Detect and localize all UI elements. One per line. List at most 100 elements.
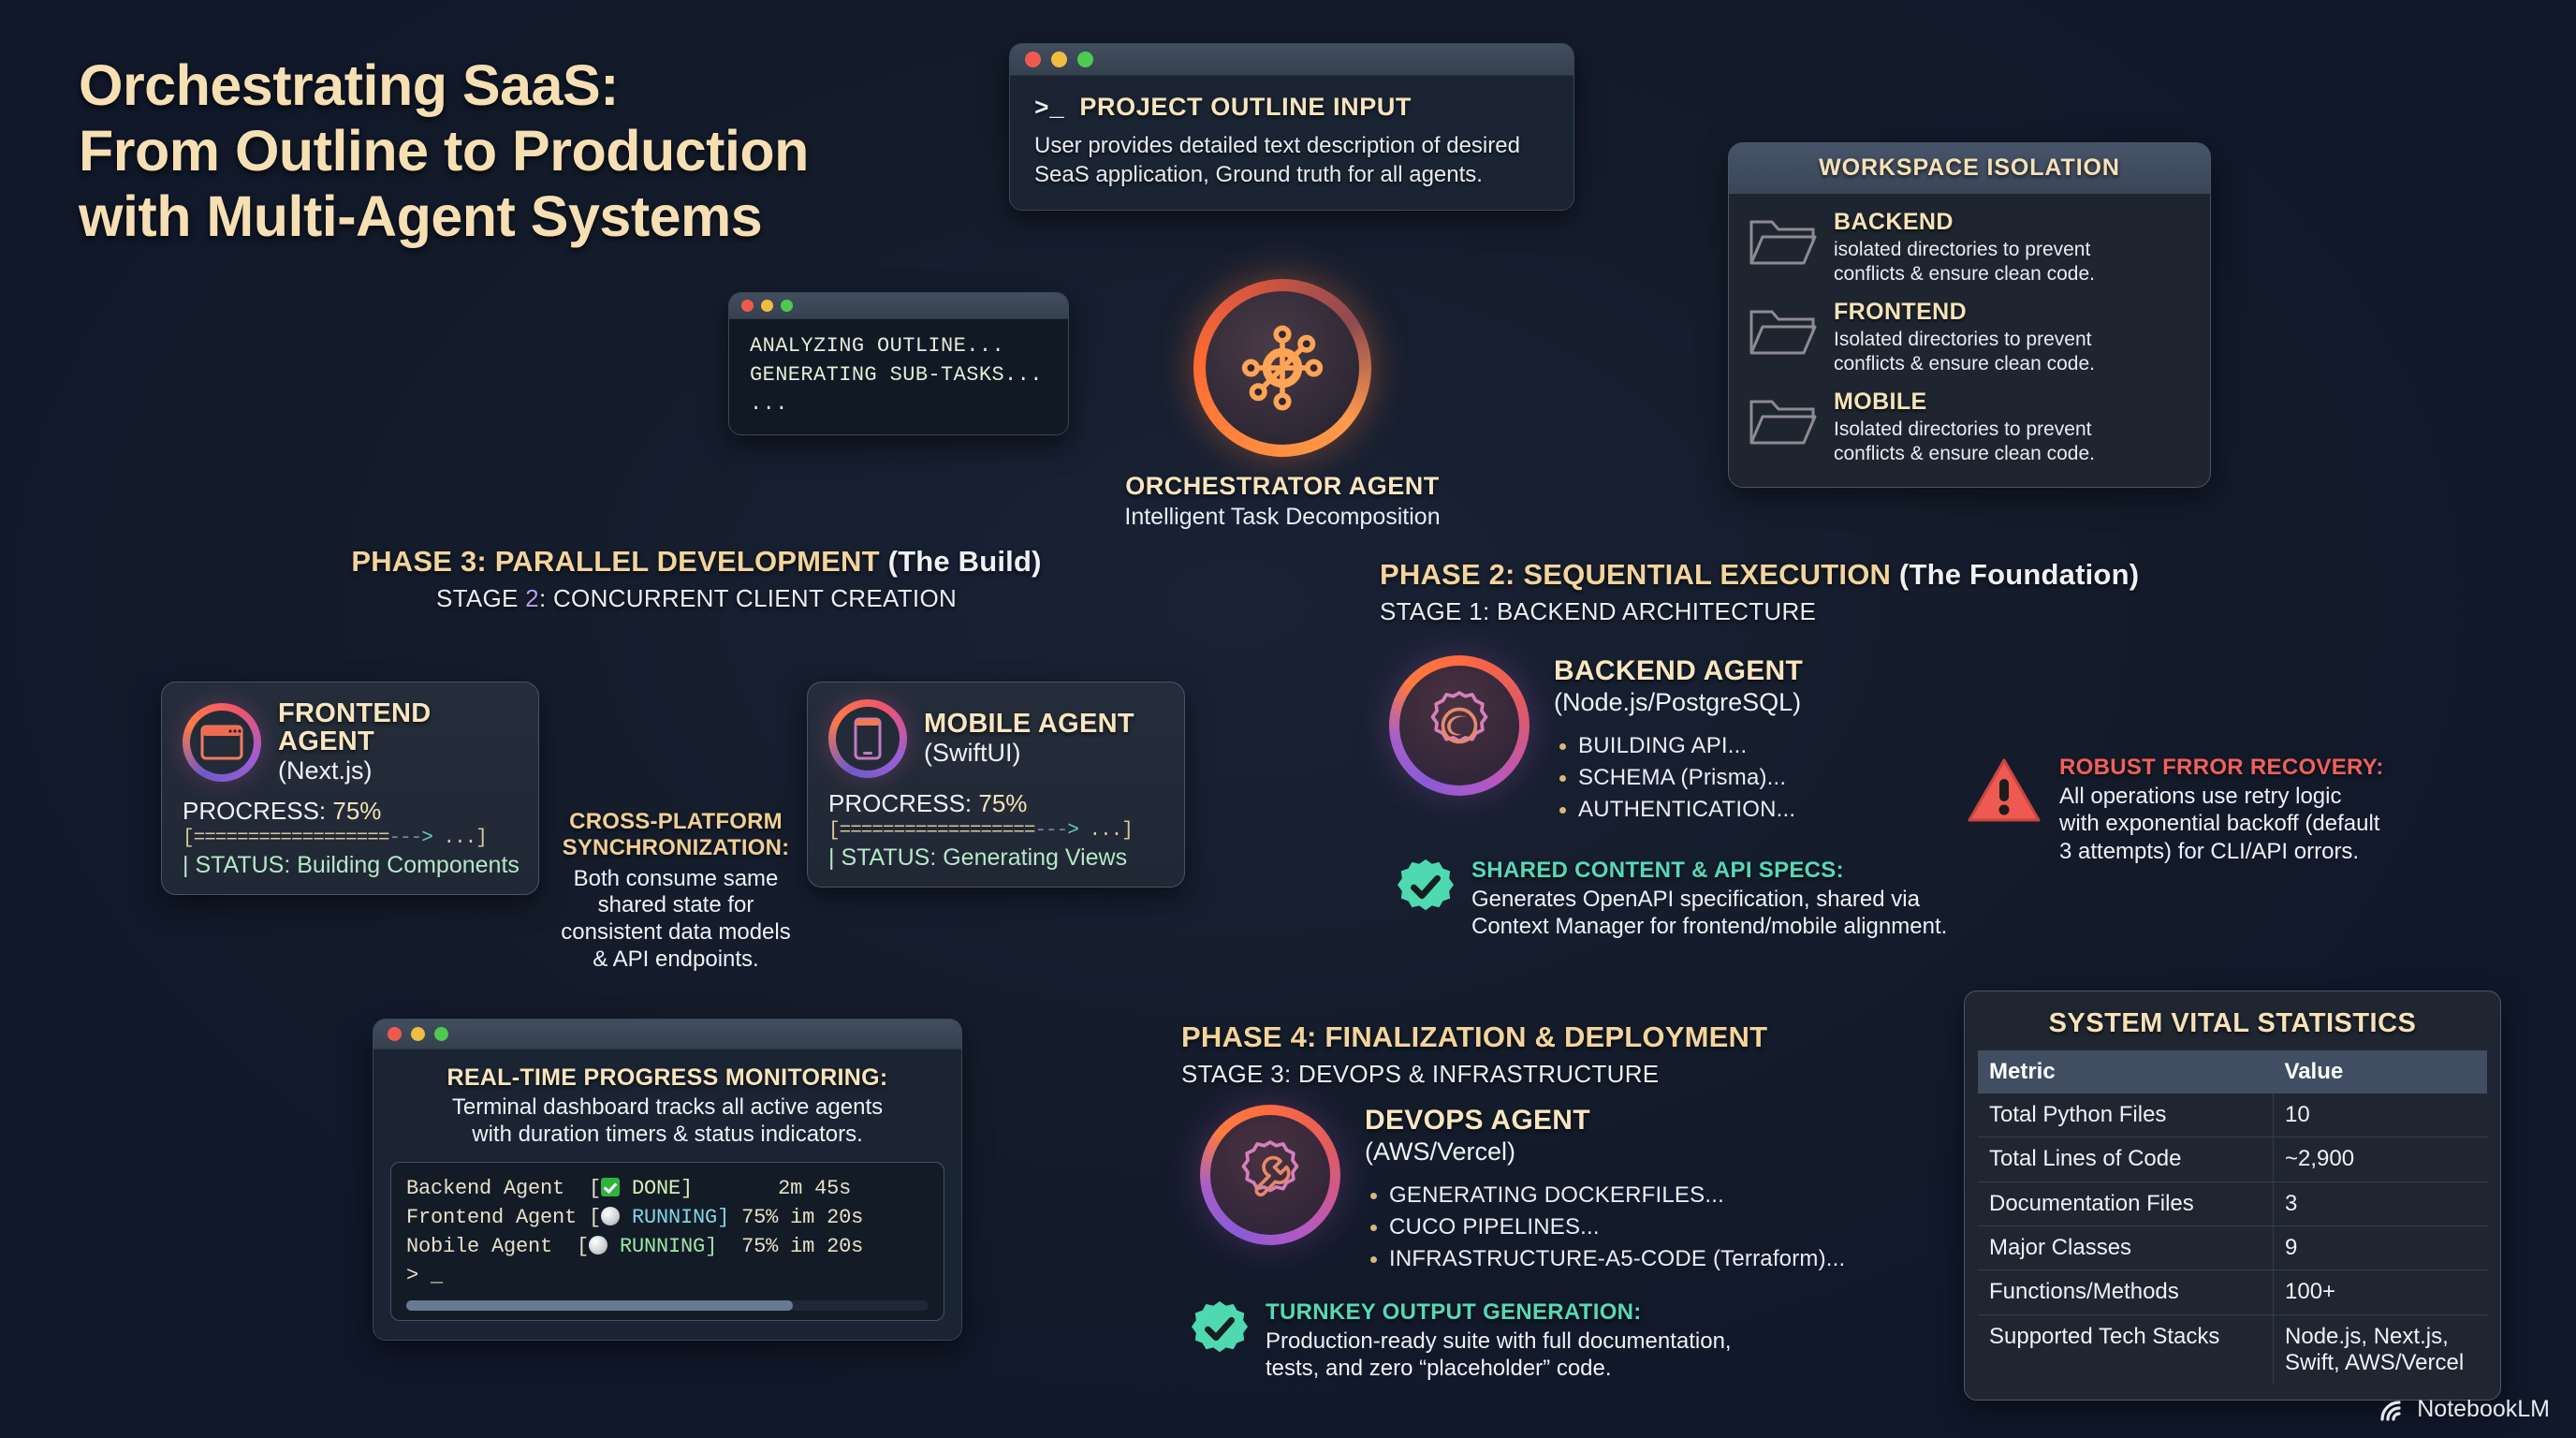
- list-item: BUILDING API...: [1554, 730, 1803, 762]
- turnkey-output-callout: TURNKEY OUTPUT GENERATION: Production-re…: [1191, 1299, 1865, 1383]
- analyze-line-2: GENERATING SUB-TASKS...: [750, 363, 1043, 388]
- analyze-line-1: ANALYZING OUTLINE...: [750, 334, 1005, 358]
- spinner-icon: [601, 1206, 621, 1225]
- desc-line-2: conflicts & ensure clean code.: [1834, 352, 2095, 374]
- error-recovery-title: ROBUST FRROR RECOVERY:: [2059, 755, 2384, 780]
- workspace-item-name: BACKEND: [1834, 209, 1954, 235]
- workspace-item-desc: isolated directories to prevent conflict…: [1834, 238, 2095, 286]
- network-hub-icon: [1241, 325, 1324, 411]
- frontend-agent-status: | STATUS: Building Components: [183, 851, 520, 878]
- table-row: Major Classes 9: [1978, 1225, 2487, 1271]
- shared-context-title: SHARED CONTENT & API SPECS:: [1471, 858, 1844, 883]
- table-row: Total Python Files 10: [1978, 1093, 2487, 1138]
- close-window-icon[interactable]: [1025, 51, 1041, 67]
- frontend-agent-name: FRONTEND AGENT: [278, 698, 432, 757]
- scrollbar[interactable]: [406, 1299, 929, 1311]
- warning-triangle-icon: [1968, 758, 2041, 822]
- frontend-agent-titles: FRONTEND AGENT (Next.js): [278, 699, 520, 785]
- close-window-icon[interactable]: [741, 300, 754, 312]
- bar-empty: ---: [388, 827, 422, 849]
- metric-name: Total Lines of Code: [1978, 1137, 2275, 1182]
- backend-agent-tech: (Node.js/PostgreSQL): [1554, 688, 1802, 716]
- footer-brand-label: NotebookLM: [2417, 1396, 2550, 1422]
- list-item: AUTHENTICATION...: [1554, 794, 1803, 826]
- monitor-console[interactable]: Backend Agent [ DONE] 2m 45s Frontend Ag…: [390, 1161, 944, 1321]
- orchestrator-subtitle: Intelligent Task Decomposition: [1124, 504, 1441, 530]
- status-badge: RUNNING]: [620, 1205, 730, 1229]
- orb-inner-disc: [1210, 1115, 1330, 1235]
- minimize-window-icon[interactable]: [761, 300, 773, 312]
- desc-line-2: conflicts & ensure clean code.: [1834, 262, 2095, 285]
- minimize-window-icon[interactable]: [411, 1027, 425, 1041]
- agent-label: Nobile Agent [: [406, 1235, 590, 1259]
- outline-card-heading-row: >_ PROJECT OUTLINE INPUT: [1034, 93, 1551, 123]
- body-line-2: shared state for: [597, 892, 754, 918]
- phase-2-title: PHASE 2: SEQUENTIAL EXECUTION (The Found…: [1380, 558, 2222, 592]
- folder-icon: [1749, 310, 1817, 355]
- workspace-isolation-panel: WORKSPACE ISOLATION BACKEND isolated dir…: [1728, 142, 2211, 488]
- body-line-2: tests, and zero “placeholder” code.: [1266, 1356, 1612, 1382]
- turnkey-title: TURNKEY OUTPUT GENERATION:: [1266, 1299, 1642, 1325]
- system-vital-statistics-panel: SYSTEM VITAL STATISTICS Metric Value Tot…: [1964, 990, 2501, 1401]
- phase-2-title-main: PHASE 2: SEQUENTIAL EXECUTION: [1380, 558, 1892, 591]
- orb-inner-disc: [1206, 291, 1359, 445]
- table-row: Frontend Agent [ RUNNING] 75% im 20s: [406, 1203, 929, 1232]
- metric-name: Supported Tech Stacks: [1978, 1314, 2275, 1386]
- stage-rest: : BACKEND ARCHITECTURE: [1483, 597, 1817, 625]
- mobile-agent-name: MOBILE AGENT: [924, 709, 1134, 740]
- metric-value: Node.js, Next.js, Swift, AWS/Vercel: [2285, 1323, 2465, 1375]
- phase-3-stage: STAGE 2: CONCURRENT CLIENT CREATION: [322, 584, 1071, 613]
- metric-value: 100+: [2273, 1269, 2487, 1315]
- workspace-item-name: MOBILE: [1834, 389, 1927, 416]
- gear-database-icon: [1430, 691, 1488, 744]
- stage-prefix: STAGE: [1181, 1060, 1271, 1088]
- terminal-prompt: > _: [406, 1264, 444, 1288]
- table-row: Documentation Files 3: [1978, 1181, 2487, 1226]
- maximize-window-icon[interactable]: [434, 1027, 448, 1041]
- bar-filled: [==================: [828, 820, 1035, 842]
- table-row: Supported Tech Stacks Node.js, Next.js, …: [1978, 1314, 2487, 1386]
- stage-rest: : CONCURRENT CLIENT CREATION: [538, 584, 958, 612]
- spinner-icon: [589, 1236, 608, 1255]
- folder-icon: [1749, 400, 1817, 445]
- metric-value: 9: [2273, 1225, 2487, 1271]
- maximize-window-icon[interactable]: [1077, 51, 1093, 67]
- scrollbar-thumb[interactable]: [406, 1299, 793, 1311]
- list-item: MOBILE Isolated directories to prevent c…: [1748, 389, 2191, 465]
- desc-line-1: Terminal dashboard tracks all active age…: [451, 1094, 884, 1120]
- agent-label: Frontend Agent [: [406, 1205, 602, 1229]
- body-line-3: consistent data models: [561, 919, 791, 946]
- bar-cursor: >: [1067, 820, 1079, 842]
- smartphone-icon: [854, 717, 882, 760]
- frontend-progress-row: PROCRESS: 75%: [183, 797, 520, 826]
- workspace-isolation-heading: WORKSPACE ISOLATION: [1729, 143, 2210, 194]
- workspace-isolation-list: BACKEND isolated directories to prevent …: [1729, 194, 2210, 487]
- mobile-progress-row: PROCRESS: 75%: [828, 789, 1165, 818]
- stage-number: 3: [1270, 1060, 1284, 1088]
- close-window-icon[interactable]: [388, 1027, 402, 1041]
- verified-check-icon: [1397, 858, 1455, 911]
- desc-line-2: conflicts & ensure clean code.: [1834, 443, 2095, 465]
- progress-label: PROCRESS:: [828, 789, 979, 817]
- shared-context-text: SHARED CONTENT & API SPECS: Generates Op…: [1471, 858, 1947, 941]
- workspace-item-text: FRONTEND Isolated directories to prevent…: [1834, 299, 2095, 375]
- phase-3-title-paren: (The Build): [887, 545, 1042, 578]
- progress-value: 75%: [978, 789, 1028, 817]
- monitor-description: Terminal dashboard tracks all active age…: [390, 1094, 944, 1149]
- project-outline-input-card: >_ PROJECT OUTLINE INPUT User provides d…: [1009, 43, 1574, 212]
- error-recovery-callout: ROBUST FRROR RECOVERY: All operations us…: [1966, 755, 2471, 865]
- analyze-line-3: ...: [750, 392, 788, 417]
- desc-line-2: with duration timers & status indicators…: [472, 1121, 863, 1147]
- body-line-2: with exponential backoff (default: [2059, 811, 2380, 837]
- minimize-window-icon[interactable]: [1051, 51, 1067, 67]
- shared-context-callout: SHARED CONTENT & API SPECS: Generates Op…: [1397, 858, 2052, 941]
- outline-desc-line-1: User provides detailed text description …: [1034, 133, 1520, 158]
- progress-monitoring-terminal: REAL-TIME PROGRESS MONITORING: Terminal …: [373, 1019, 962, 1341]
- list-item: INFRASTRUCTURE-A5-CODE (Terraform)...: [1365, 1243, 1845, 1275]
- phase-4-heading-block: PHASE 4: FINALIZATION & DEPLOYMENT STAGE…: [1181, 1020, 1893, 1089]
- title-line-2: SYNCHRONIZATION:: [562, 835, 790, 861]
- orchestrator-agent-block: ORCHESTRATOR AGENT Intelligent Task Deco…: [1105, 279, 1460, 531]
- maximize-window-icon[interactable]: [781, 300, 793, 312]
- phase-3-title: PHASE 3: PARALLEL DEVELOPMENT (The Build…: [322, 545, 1071, 579]
